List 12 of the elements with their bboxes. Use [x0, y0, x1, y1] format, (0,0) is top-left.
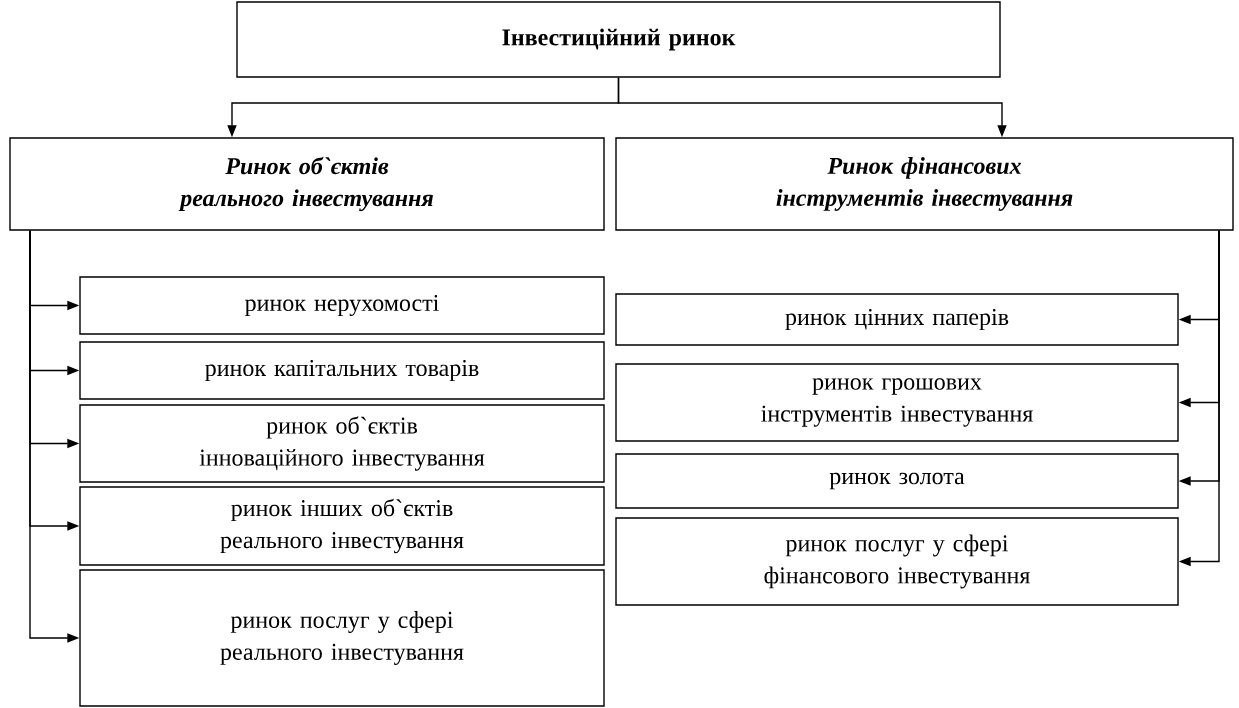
market-box: ринок інших об`єктів реального інвестування	[79, 486, 605, 566]
market-box: ринок послуг у сфері фінансового інвестування	[615, 517, 1179, 606]
market-box: ринок капітальних товарів	[79, 341, 605, 400]
market-box: ринок послуг у сфері реального інвестування	[79, 569, 605, 707]
category-box: Ринок фінансових інструментів інвестування	[615, 137, 1234, 231]
market-box: ринок грошових інструментів інвестування	[615, 363, 1179, 442]
category-box: Ринок об`єктів реального інвестування	[9, 137, 605, 231]
market-box: ринок золота	[615, 453, 1179, 509]
market-box: ринок об`єктів інноваційного інвестування	[79, 404, 605, 483]
market-box: ринок нерухомості	[79, 276, 605, 335]
market-box: ринок цінних паперів	[615, 293, 1179, 346]
title-box: Інвестиційний ринок	[236, 1, 1001, 78]
